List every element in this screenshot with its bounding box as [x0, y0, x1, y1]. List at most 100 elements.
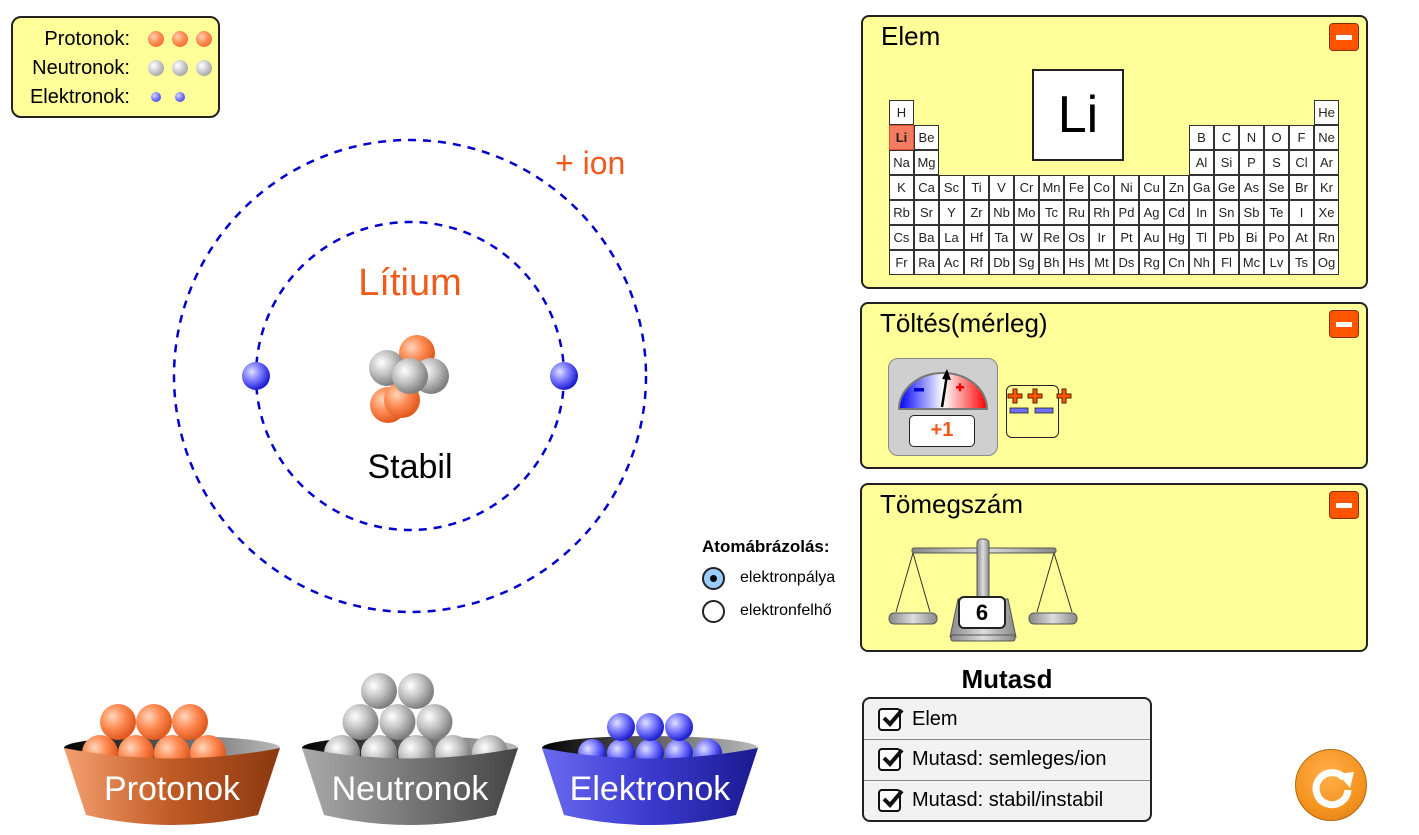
bucket-neutron-particle[interactable] — [398, 673, 434, 709]
element-cell-hg[interactable]: Hg — [1164, 225, 1189, 250]
element-cell-sr[interactable]: Sr — [914, 200, 939, 225]
element-cell-fr[interactable]: Fr — [889, 250, 914, 275]
element-cell-cd[interactable]: Cd — [1164, 200, 1189, 225]
electron-bucket[interactable]: Elektronok — [540, 665, 760, 830]
checkbox-checked-icon[interactable] — [878, 789, 904, 812]
element-cell-ni[interactable]: Ni — [1114, 175, 1139, 200]
element-cell-kr[interactable]: Kr — [1314, 175, 1339, 200]
element-cell-na[interactable]: Na — [889, 150, 914, 175]
proton-bucket[interactable]: Protonok — [62, 665, 282, 830]
element-cell-bi[interactable]: Bi — [1239, 225, 1264, 250]
element-cell-au[interactable]: Au — [1139, 225, 1164, 250]
element-cell-ga[interactable]: Ga — [1189, 175, 1214, 200]
element-cell-db[interactable]: Db — [989, 250, 1014, 275]
element-cell-o[interactable]: O — [1264, 125, 1289, 150]
element-cell-he[interactable]: He — [1314, 100, 1339, 125]
element-cell-sg[interactable]: Sg — [1014, 250, 1039, 275]
element-cell-tc[interactable]: Tc — [1039, 200, 1064, 225]
element-cell-b[interactable]: B — [1189, 125, 1214, 150]
bucket-electron-particle[interactable] — [607, 713, 635, 741]
orbit-electron[interactable] — [550, 362, 578, 390]
element-cell-co[interactable]: Co — [1089, 175, 1114, 200]
element-cell-ar[interactable]: Ar — [1314, 150, 1339, 175]
bucket-electron-particle[interactable] — [636, 713, 664, 741]
element-cell-ba[interactable]: Ba — [914, 225, 939, 250]
element-cell-ti[interactable]: Ti — [964, 175, 989, 200]
element-cell-v[interactable]: V — [989, 175, 1014, 200]
checkbox-show-neutral-ion[interactable]: Mutasd: semleges/ion — [864, 739, 1150, 779]
radio-elektronfelho[interactable]: elektronfelhő — [702, 598, 832, 624]
element-cell-ta[interactable]: Ta — [989, 225, 1014, 250]
element-cell-ra[interactable]: Ra — [914, 250, 939, 275]
element-cell-c[interactable]: C — [1214, 125, 1239, 150]
element-cell-xe[interactable]: Xe — [1314, 200, 1339, 225]
element-cell-zr[interactable]: Zr — [964, 200, 989, 225]
bucket-neutron-particle[interactable] — [416, 704, 453, 740]
element-cell-mg[interactable]: Mg — [914, 150, 939, 175]
element-cell-nh[interactable]: Nh — [1189, 250, 1214, 275]
element-cell-ds[interactable]: Ds — [1114, 250, 1139, 275]
element-cell-ag[interactable]: Ag — [1139, 200, 1164, 225]
collapse-button[interactable] — [1329, 491, 1359, 519]
reset-button[interactable] — [1295, 749, 1367, 821]
element-cell-al[interactable]: Al — [1189, 150, 1214, 175]
element-cell-mn[interactable]: Mn — [1039, 175, 1064, 200]
bucket-neutron-particle[interactable] — [342, 704, 379, 740]
element-cell-mo[interactable]: Mo — [1014, 200, 1039, 225]
element-cell-rb[interactable]: Rb — [889, 200, 914, 225]
element-cell-s[interactable]: S — [1264, 150, 1289, 175]
element-cell-y[interactable]: Y — [939, 200, 964, 225]
element-cell-se[interactable]: Se — [1264, 175, 1289, 200]
element-cell-cs[interactable]: Cs — [889, 225, 914, 250]
element-cell-ir[interactable]: Ir — [1089, 225, 1114, 250]
radio-button[interactable] — [702, 599, 725, 623]
element-cell-at[interactable]: At — [1289, 225, 1314, 250]
element-cell-nb[interactable]: Nb — [989, 200, 1014, 225]
element-cell-rg[interactable]: Rg — [1139, 250, 1164, 275]
bucket-proton-particle[interactable] — [100, 704, 136, 740]
orbit-electron[interactable] — [242, 362, 270, 390]
element-cell-mt[interactable]: Mt — [1089, 250, 1114, 275]
element-cell-n[interactable]: N — [1239, 125, 1264, 150]
element-cell-pt[interactable]: Pt — [1114, 225, 1139, 250]
element-cell-tl[interactable]: Tl — [1189, 225, 1214, 250]
collapse-button[interactable] — [1329, 310, 1359, 338]
element-cell-ca[interactable]: Ca — [914, 175, 939, 200]
bucket-neutron-particle[interactable] — [379, 704, 416, 740]
element-cell-w[interactable]: W — [1014, 225, 1039, 250]
element-cell-bh[interactable]: Bh — [1039, 250, 1064, 275]
element-cell-hf[interactable]: Hf — [964, 225, 989, 250]
element-cell-sc[interactable]: Sc — [939, 175, 964, 200]
element-cell-p[interactable]: P — [1239, 150, 1264, 175]
element-cell-rh[interactable]: Rh — [1089, 200, 1114, 225]
element-cell-la[interactable]: La — [939, 225, 964, 250]
element-cell-br[interactable]: Br — [1289, 175, 1314, 200]
element-cell-ne[interactable]: Ne — [1314, 125, 1339, 150]
element-cell-rf[interactable]: Rf — [964, 250, 989, 275]
element-cell-mc[interactable]: Mc — [1239, 250, 1264, 275]
element-cell-te[interactable]: Te — [1264, 200, 1289, 225]
element-cell-pd[interactable]: Pd — [1114, 200, 1139, 225]
element-cell-re[interactable]: Re — [1039, 225, 1064, 250]
element-cell-fl[interactable]: Fl — [1214, 250, 1239, 275]
element-cell-zn[interactable]: Zn — [1164, 175, 1189, 200]
nucleus-neutron[interactable] — [392, 358, 428, 394]
element-cell-os[interactable]: Os — [1064, 225, 1089, 250]
element-cell-cr[interactable]: Cr — [1014, 175, 1039, 200]
radio-button-selected[interactable] — [702, 566, 725, 590]
element-cell-in[interactable]: In — [1189, 200, 1214, 225]
element-cell-ru[interactable]: Ru — [1064, 200, 1089, 225]
element-cell-fe[interactable]: Fe — [1064, 175, 1089, 200]
element-cell-k[interactable]: K — [889, 175, 914, 200]
element-cell-be[interactable]: Be — [914, 125, 939, 150]
checkbox-show-element[interactable]: Elem — [864, 699, 1150, 739]
collapse-button[interactable] — [1329, 23, 1359, 51]
checkbox-checked-icon[interactable] — [878, 707, 904, 731]
element-cell-rn[interactable]: Rn — [1314, 225, 1339, 250]
element-cell-h[interactable]: H — [889, 100, 914, 125]
element-cell-ge[interactable]: Ge — [1214, 175, 1239, 200]
element-cell-f[interactable]: F — [1289, 125, 1314, 150]
bucket-electron-particle[interactable] — [665, 713, 693, 741]
checkbox-checked-icon[interactable] — [878, 748, 904, 771]
element-cell-sb[interactable]: Sb — [1239, 200, 1264, 225]
